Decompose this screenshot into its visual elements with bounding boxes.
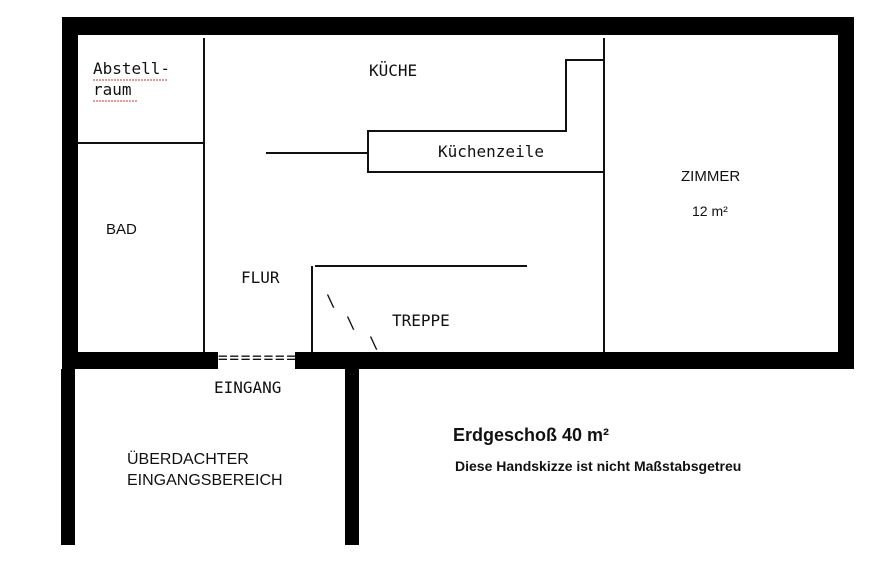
stair-mark-1: \ (326, 291, 336, 310)
zimmer-label: ZIMMER (681, 168, 740, 185)
ueberdacht-label-line1: ÜBERDACHTER (127, 450, 249, 468)
outer-walls (61, 17, 854, 545)
bad-label: BAD (106, 221, 137, 238)
treppe-label: TREPPE (392, 311, 450, 330)
bottom-wall-left (62, 352, 218, 369)
plan-title: Erdgeschoß 40 m² (453, 425, 609, 445)
top-wall (62, 17, 854, 35)
interior-walls (78, 38, 605, 352)
left-wall (62, 17, 78, 369)
abstellraum-label-line2: raum (93, 80, 132, 99)
stair-mark-2: \ (346, 313, 356, 332)
eingang-label: EINGANG (214, 378, 281, 397)
ueberdacht-label-line2: EINGANGSBEREICH (127, 472, 283, 489)
porch-right-wall (345, 369, 359, 545)
kitchen-counter-upper (367, 59, 604, 173)
kueche-label: KÜCHE (369, 61, 417, 80)
right-wall (838, 17, 854, 369)
kuechenzeile-label: Küchenzeile (438, 142, 544, 161)
zimmer-area-label: 12 m² (692, 203, 728, 219)
eingang-door-symbol: ======= (218, 348, 296, 367)
plan-note: Diese Handskizze ist nicht Maßstabsgetre… (455, 458, 741, 474)
bottom-wall-right (295, 352, 854, 369)
stair-mark-3: \ (369, 333, 379, 352)
abstellraum-label-line1: Abstell- (93, 59, 170, 78)
flur-label: FLUR (241, 268, 280, 287)
porch-left-wall (61, 369, 75, 545)
